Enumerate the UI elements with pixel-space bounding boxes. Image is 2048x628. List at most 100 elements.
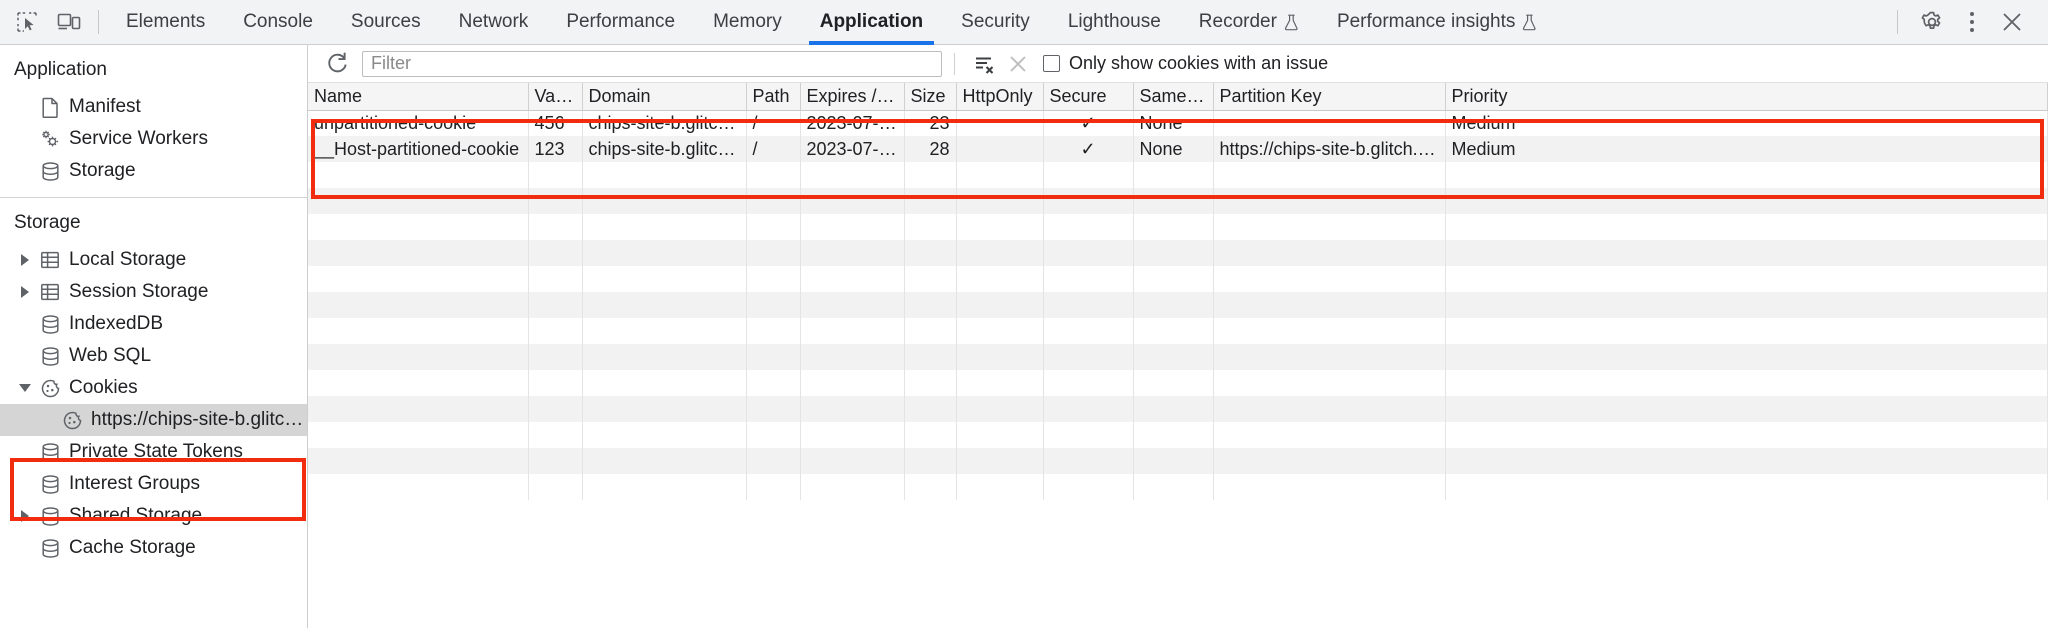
tab-label: Console	[243, 11, 313, 32]
clear-all-cookies-icon[interactable]	[1001, 49, 1035, 79]
tab-performance[interactable]: Performance	[547, 0, 694, 44]
database-icon	[36, 474, 64, 495]
sidebar-item-private-state-tokens[interactable]: Private State Tokens	[0, 436, 307, 468]
cookie-icon	[36, 378, 64, 399]
tab-network[interactable]: Network	[440, 0, 548, 44]
sidebar-item-cookies[interactable]: Cookies	[0, 372, 307, 404]
tab-application[interactable]: Application	[801, 0, 942, 45]
column-header-size[interactable]: Size	[904, 83, 957, 111]
sidebar-item-service-workers[interactable]: Service Workers	[0, 123, 307, 155]
empty-row	[308, 448, 2048, 474]
inspect-element-icon[interactable]	[6, 0, 48, 44]
sidebar-item-label: Storage	[69, 160, 136, 181]
expand-triangle-icon[interactable]	[14, 286, 36, 298]
cookies-filter-toolbar: Filter Only show cookies with an issue	[308, 45, 2048, 83]
column-header-value[interactable]: Value	[528, 83, 583, 111]
expand-triangle-icon[interactable]	[14, 254, 36, 266]
only-issues-checkbox-row[interactable]: Only show cookies with an issue	[1043, 53, 1328, 74]
column-header-expires[interactable]: Expires / M…	[800, 83, 905, 111]
tab-security[interactable]: Security	[942, 0, 1049, 44]
sidebar-item-web-sql[interactable]: Web SQL	[0, 340, 307, 372]
database-icon	[36, 506, 64, 527]
sidebar-item-indexeddb[interactable]: IndexedDB	[0, 308, 307, 340]
manifest-document-icon	[36, 97, 64, 118]
sidebar-section-storage: Storage Local Storage Session Storage	[0, 197, 307, 574]
tab-label: Sources	[350, 11, 421, 32]
gear-icon[interactable]	[1912, 0, 1952, 45]
sidebar-item-interest-groups[interactable]: Interest Groups	[0, 468, 307, 500]
sidebar-item-session-storage[interactable]: Session Storage	[0, 276, 307, 308]
tab-sources[interactable]: Sources	[332, 0, 440, 44]
tab-memory[interactable]: Memory	[694, 0, 801, 44]
cookies-table: Name Value Domain Path Expires / M… Size…	[308, 83, 2048, 162]
table-row[interactable]: __Host-partitioned-cookie 123 chips-site…	[308, 136, 2048, 162]
column-header-name[interactable]: Name	[308, 83, 529, 111]
cell-samesite: None	[1133, 136, 1214, 162]
tab-elements[interactable]: Elements	[107, 0, 224, 44]
sidebar-item-shared-storage[interactable]: Shared Storage	[0, 500, 307, 532]
column-header-priority[interactable]: Priority	[1445, 83, 2048, 111]
tab-lighthouse[interactable]: Lighthouse	[1049, 0, 1180, 44]
column-header-path[interactable]: Path	[746, 83, 801, 111]
cell-priority: Medium	[1445, 110, 2048, 136]
column-header-domain[interactable]: Domain	[582, 83, 747, 111]
toolbar-right-actions	[1883, 0, 2048, 44]
empty-row	[308, 474, 2048, 500]
toolbar-divider	[1897, 10, 1898, 34]
sidebar-item-cache-storage[interactable]: Cache Storage	[0, 532, 307, 564]
cookie-icon	[58, 410, 86, 431]
column-header-partition-key[interactable]: Partition Key	[1213, 83, 1446, 111]
column-header-httponly[interactable]: HttpOnly	[956, 83, 1044, 111]
experiment-flask-icon	[1522, 14, 1537, 31]
cell-secure: ✓	[1043, 110, 1134, 136]
sidebar-item-manifest[interactable]: Manifest	[0, 91, 307, 123]
cell-httponly	[956, 110, 1044, 136]
sidebar-item-label: Private State Tokens	[69, 441, 243, 462]
cell-httponly	[956, 136, 1044, 162]
empty-row	[308, 370, 2048, 396]
tab-recorder[interactable]: Recorder	[1180, 0, 1318, 44]
expand-triangle-icon[interactable]	[14, 510, 36, 522]
sidebar-item-storage[interactable]: Storage	[0, 155, 307, 187]
column-header-secure[interactable]: Secure	[1043, 83, 1134, 111]
filter-placeholder: Filter	[371, 53, 411, 73]
sidebar-item-local-storage[interactable]: Local Storage	[0, 244, 307, 276]
close-icon[interactable]	[1992, 0, 2032, 45]
cell-path: /	[746, 136, 801, 162]
tab-console[interactable]: Console	[224, 0, 332, 44]
application-sidebar: Application Manifest	[0, 45, 308, 628]
tab-performance-insights[interactable]: Performance insights	[1318, 0, 1556, 44]
tab-label: Network	[458, 11, 529, 32]
cell-expires: 2023-07-07…	[800, 110, 905, 136]
cell-partition-key	[1213, 110, 1446, 136]
sidebar-item-label: https://chips-site-b.glitch.me	[91, 409, 307, 430]
toolbar-divider	[98, 10, 99, 34]
cookies-table-container: Name Value Domain Path Expires / M… Size…	[308, 83, 2048, 628]
filter-input[interactable]: Filter	[362, 50, 942, 77]
more-options-icon[interactable]	[1952, 0, 1992, 45]
sidebar-item-label: Cookies	[69, 377, 138, 398]
column-header-samesite[interactable]: SameSite	[1133, 83, 1214, 111]
devtools-main-toolbar: Elements Console Sources Network Perform…	[0, 0, 2048, 45]
table-icon	[36, 282, 64, 302]
database-icon	[36, 161, 64, 182]
cell-name: __Host-partitioned-cookie	[308, 136, 529, 162]
sidebar-section-title: Application	[14, 59, 107, 80]
clear-filtered-cookies-icon[interactable]	[967, 49, 1001, 79]
device-toolbar-icon[interactable]	[48, 0, 90, 44]
sidebar-item-label: Cache Storage	[69, 537, 196, 558]
sidebar-item-label: Local Storage	[69, 249, 187, 270]
cell-size: 28	[904, 136, 957, 162]
table-row[interactable]: unpartitioned-cookie 456 chips-site-b.gl…	[308, 110, 2048, 136]
sidebar-item-label: Interest Groups	[69, 473, 200, 494]
database-icon	[36, 346, 64, 367]
only-issues-checkbox[interactable]	[1043, 55, 1060, 72]
refresh-icon[interactable]	[320, 47, 354, 81]
collapse-triangle-icon[interactable]	[14, 384, 36, 392]
cell-secure: ✓	[1043, 136, 1134, 162]
tab-label: Security	[961, 11, 1030, 32]
sidebar-item-cookie-origin[interactable]: https://chips-site-b.glitch.me	[0, 404, 307, 436]
cookies-table-empty-rows	[308, 162, 2048, 500]
service-workers-gears-icon	[36, 128, 64, 150]
